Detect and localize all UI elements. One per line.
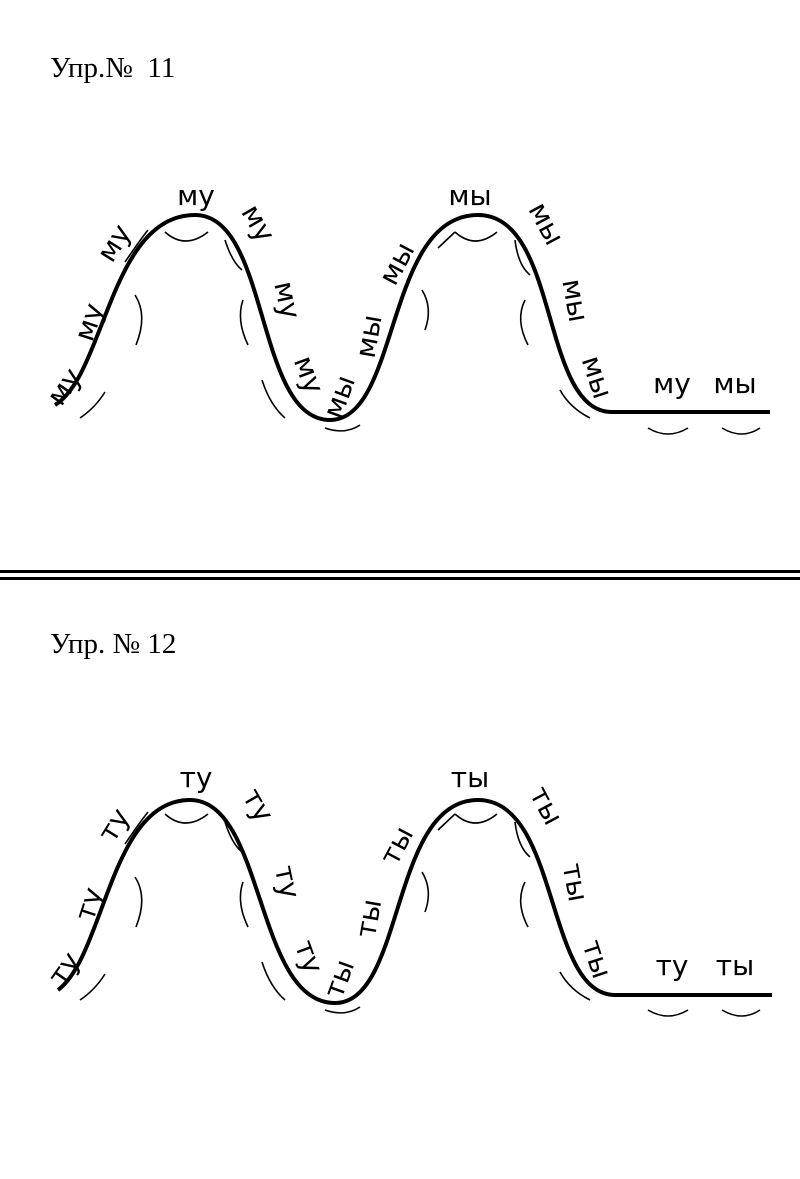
arc-mark bbox=[164, 231, 209, 242]
arc-mark bbox=[261, 961, 286, 1001]
arc-mark bbox=[324, 1006, 361, 1014]
syllable: ту bbox=[268, 863, 307, 902]
syllable: мы bbox=[522, 197, 571, 251]
arc-mark bbox=[324, 424, 361, 432]
arc-mark bbox=[239, 881, 249, 928]
arc-mark bbox=[124, 811, 149, 845]
syllable: му bbox=[267, 278, 307, 322]
arc-mark bbox=[421, 871, 430, 913]
arc-mark bbox=[134, 294, 143, 346]
syllable: мы bbox=[349, 312, 389, 360]
syllable: ты bbox=[523, 781, 570, 830]
arc-mark bbox=[239, 299, 249, 346]
arc-mark bbox=[224, 821, 243, 853]
arc-mark bbox=[79, 973, 106, 1001]
arc-mark bbox=[437, 813, 456, 831]
arc-mark bbox=[721, 427, 761, 435]
syllable: ту bbox=[180, 761, 213, 794]
syllable: ты bbox=[716, 949, 754, 982]
arc-mark bbox=[647, 1009, 689, 1017]
syllable: ты bbox=[349, 897, 388, 941]
arc-mark bbox=[454, 813, 498, 824]
arc-mark bbox=[437, 231, 456, 249]
syllable: ту bbox=[236, 783, 281, 828]
arc-mark bbox=[261, 379, 286, 419]
wave-path-12 bbox=[56, 797, 772, 1006]
breath-arcs bbox=[79, 229, 761, 1017]
syllable: мы bbox=[555, 276, 595, 324]
arc-mark bbox=[224, 239, 243, 271]
syllable: мы bbox=[713, 367, 756, 400]
arc-mark bbox=[514, 821, 531, 858]
wave-path-11 bbox=[53, 212, 770, 423]
arc-mark bbox=[79, 391, 106, 419]
syllable: му bbox=[177, 179, 215, 212]
arc-mark bbox=[454, 231, 498, 242]
arc-mark bbox=[134, 876, 143, 928]
syllable: му bbox=[67, 299, 110, 345]
arc-mark bbox=[164, 813, 209, 824]
syllable: ты bbox=[451, 761, 489, 794]
syllable: му bbox=[653, 367, 691, 400]
arc-mark bbox=[559, 971, 591, 1001]
syllable: му bbox=[235, 199, 282, 248]
syllable: ты bbox=[556, 861, 595, 905]
syllable: ту bbox=[68, 883, 110, 924]
arc-mark bbox=[514, 239, 531, 276]
arc-mark bbox=[124, 229, 149, 263]
arc-mark bbox=[519, 881, 529, 928]
exercise-12-title: Упр. № 12 bbox=[50, 628, 177, 660]
arc-mark bbox=[647, 427, 689, 435]
arc-mark bbox=[421, 289, 430, 331]
arc-mark bbox=[559, 389, 591, 419]
divider-line-bottom bbox=[0, 577, 800, 580]
arc-mark bbox=[519, 299, 529, 346]
syllable: ту bbox=[656, 949, 689, 982]
syllable: мы bbox=[448, 179, 491, 212]
arc-mark bbox=[721, 1009, 761, 1017]
syllable: ту bbox=[41, 946, 87, 992]
exercise-11-title: Упр.№ 11 bbox=[50, 52, 176, 84]
syllable: мы bbox=[372, 237, 421, 291]
divider-line-top bbox=[0, 570, 800, 573]
